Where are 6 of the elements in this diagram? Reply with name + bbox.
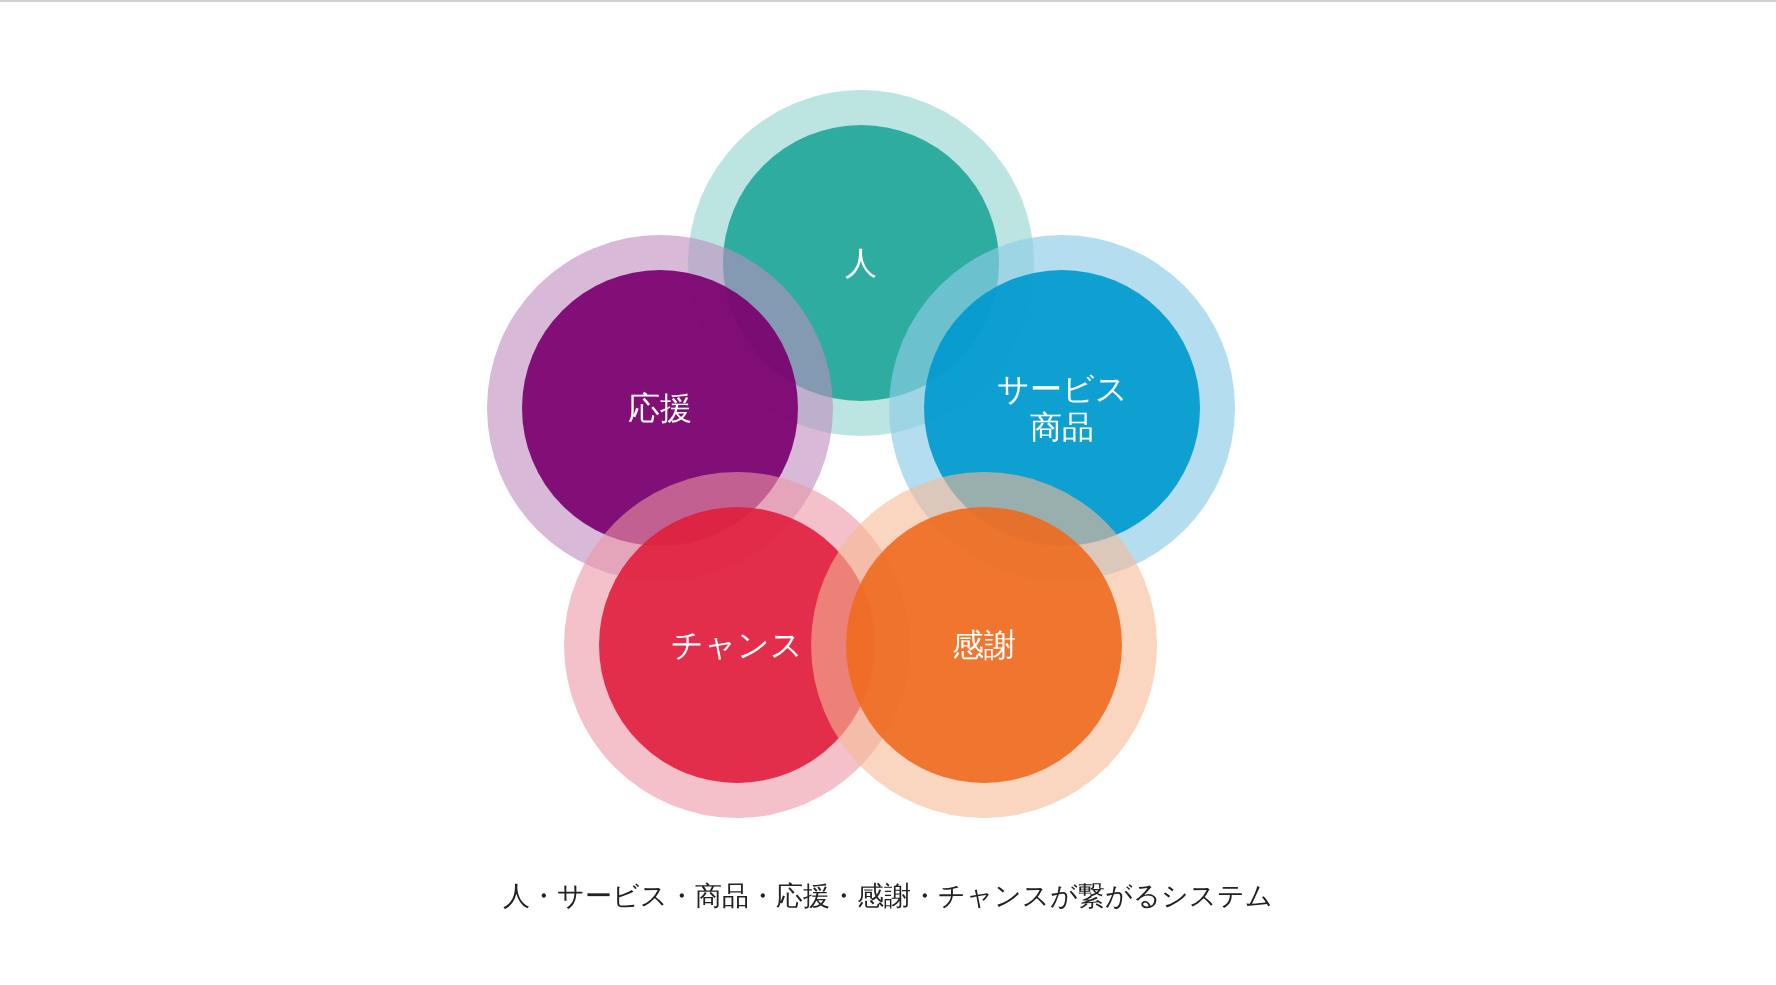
circle-label: 人 (845, 243, 877, 283)
circle-label: チャンス (671, 625, 803, 665)
circle-label: 応援 (628, 388, 692, 428)
caption: 人・サービス・商品・応援・感謝・チャンスが繋がるシステム (502, 879, 1274, 913)
circle-label: 感謝 (952, 625, 1016, 665)
circle-label: サービス商品 (995, 369, 1129, 447)
